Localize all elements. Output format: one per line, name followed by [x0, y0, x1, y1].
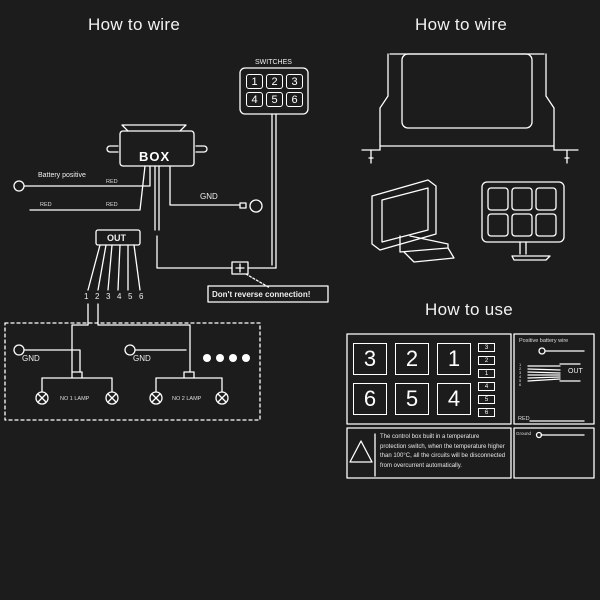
mini-key-3: 3 — [478, 343, 495, 352]
mini-key-5: 5 — [478, 395, 495, 404]
mini-key-1: 1 — [478, 369, 495, 378]
wire-number-6: 6 — [519, 382, 522, 387]
switch-keypad: 1 2 3 4 5 6 — [246, 74, 304, 110]
usage-keypad: 3 2 1 6 5 4 — [353, 343, 473, 419]
out-pin-6: 6 — [139, 292, 144, 301]
gnd-lamp-2-label: GND — [133, 354, 151, 363]
switch-key-3[interactable]: 3 — [286, 74, 303, 89]
control-box — [119, 130, 195, 167]
temperature-notice: The control box built in a temperature p… — [380, 434, 506, 469]
warning-box — [207, 285, 329, 303]
red-wire-label-3: RED — [106, 202, 118, 208]
out-connector — [95, 229, 141, 246]
out-pin-3: 3 — [106, 292, 111, 301]
switch-key-1[interactable]: 1 — [246, 74, 263, 89]
lamp-1-label: NO 1 LAMP — [60, 396, 90, 402]
red-wire-label-1: RED — [106, 179, 118, 185]
gnd-main-label: GND — [200, 192, 218, 201]
mount-frame — [401, 53, 533, 129]
usage-key-4[interactable]: 4 — [437, 383, 471, 415]
usage-red-label: RED — [518, 416, 530, 422]
ground-panel — [513, 427, 595, 479]
usage-out-label: OUT — [568, 368, 583, 375]
usage-key-5[interactable]: 5 — [395, 383, 429, 415]
reverse-warning: Don't reverse connection! — [212, 290, 311, 299]
wire-number-3: 3 — [519, 370, 522, 375]
mini-key-4: 4 — [478, 382, 495, 391]
out-pin-row: 1 2 3 4 5 6 — [84, 292, 159, 304]
wire-number-2: 2 — [519, 366, 522, 371]
out-pin-4: 4 — [117, 292, 122, 301]
box-label: BOX — [139, 149, 171, 164]
battery-positive-label: Battery positive — [38, 172, 86, 179]
out-pin-5: 5 — [128, 292, 133, 301]
usage-key-3[interactable]: 3 — [353, 343, 387, 375]
wire-number-column: 1 2 3 4 5 6 — [519, 362, 527, 387]
usage-key-2[interactable]: 2 — [395, 343, 429, 375]
warning-exclamation-icon: ! — [357, 448, 360, 458]
gnd-lamp-1-label: GND — [22, 354, 40, 363]
switch-key-6[interactable]: 6 — [286, 92, 303, 107]
positive-wire-label: Positive battery wire — [519, 338, 569, 344]
title-how-to-use: How to use — [425, 300, 514, 319]
grid-switch — [481, 181, 565, 243]
out-pin-1: 1 — [84, 292, 89, 301]
lamp-2-label: NO 2 LAMP — [172, 396, 202, 402]
usage-mini-keys: 3 2 1 4 5 6 — [478, 343, 502, 419]
red-wire-label-2: RED — [40, 202, 52, 208]
mini-key-6: 6 — [478, 408, 495, 417]
wire-number-1: 1 — [519, 362, 522, 367]
mini-key-2: 2 — [478, 356, 495, 365]
usage-key-6[interactable]: 6 — [353, 383, 387, 415]
out-pin-2: 2 — [95, 292, 100, 301]
wire-panel — [513, 333, 595, 425]
lamp-area — [4, 322, 261, 421]
more-lamps-dots — [203, 354, 253, 364]
usage-ground-label: Ground — [516, 431, 532, 436]
switch-key-2[interactable]: 2 — [266, 74, 283, 89]
bracket-switch — [371, 179, 437, 251]
out-label: OUT — [107, 233, 126, 243]
wire-number-5: 5 — [519, 378, 522, 383]
title-how-to-wire-right: How to wire — [415, 15, 508, 34]
wire-number-4: 4 — [519, 374, 522, 379]
switch-panel — [239, 67, 309, 115]
switch-key-4[interactable]: 4 — [246, 92, 263, 107]
usage-panel — [346, 333, 512, 425]
notice-panel — [346, 427, 512, 479]
title-how-to-wire-left: How to wire — [88, 15, 181, 34]
switch-key-5[interactable]: 5 — [266, 92, 283, 107]
switch-cable — [271, 113, 277, 269]
usage-key-1[interactable]: 1 — [437, 343, 471, 375]
switches-label: SWITCHES — [255, 59, 292, 66]
